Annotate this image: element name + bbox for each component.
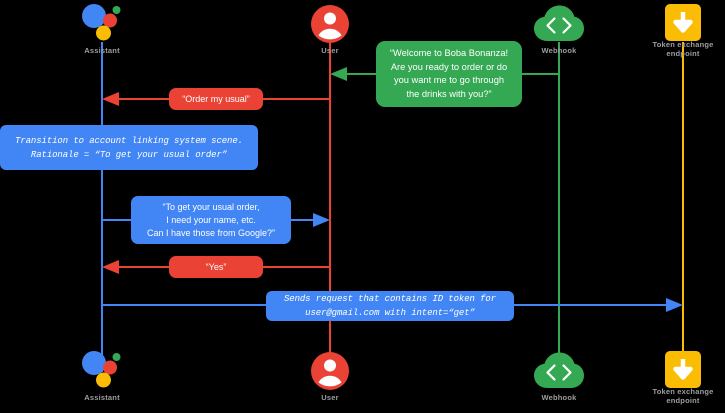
message-bubble-request-profile: “To get your usual order, I need your na… bbox=[131, 196, 291, 244]
download-box-icon-top bbox=[665, 4, 701, 41]
cloud-shape bbox=[534, 352, 584, 388]
arrow-head-m2 bbox=[102, 92, 119, 106]
actor-label-user-bottom: User bbox=[321, 393, 339, 402]
note-line: Sends request that contains ID token for bbox=[283, 294, 497, 304]
cloud-code-icon-top bbox=[534, 5, 584, 41]
assistant-dot-yellow bbox=[96, 25, 111, 41]
actor-label-assistant-top: Assistant bbox=[84, 46, 120, 55]
message-bubble-yes: “Yes” bbox=[169, 256, 263, 278]
message-line: “To get your usual order, bbox=[162, 201, 260, 212]
message-line: Are you ready to order or do bbox=[390, 61, 508, 72]
actor-label-webhook-top: Webhook bbox=[541, 46, 577, 55]
arrow-head-m6 bbox=[666, 298, 683, 312]
message-bubble-order-my-usual: “Order my usual” bbox=[169, 88, 263, 110]
google-assistant-icon-bottom bbox=[82, 351, 121, 388]
message-line: “Welcome to Boba Bonanza! bbox=[389, 48, 509, 58]
assistant-dot-blue bbox=[82, 351, 106, 375]
code-bracket-right bbox=[562, 364, 572, 381]
code-bracket-right bbox=[562, 17, 572, 34]
message-line: Can I have those from Google?” bbox=[146, 227, 276, 238]
actor-label-assistant-bottom: Assistant bbox=[84, 393, 120, 402]
assistant-dot-yellow bbox=[96, 372, 111, 388]
actor-label-user-top: User bbox=[321, 46, 339, 55]
google-assistant-icon-top bbox=[82, 4, 121, 41]
message-line: you want me to go through bbox=[393, 75, 505, 85]
arrow-head-m1 bbox=[330, 67, 347, 81]
code-bracket-left bbox=[546, 364, 556, 381]
code-bracket-left bbox=[546, 17, 556, 34]
assistant-dot-green bbox=[112, 6, 121, 14]
arrow-head-m5 bbox=[102, 260, 119, 274]
note-line: user@gmail.com with intent=“get” bbox=[305, 308, 475, 318]
note-transition-account-linking: Transition to account linking system sce… bbox=[0, 125, 258, 170]
user-head bbox=[324, 12, 336, 25]
user-avatar-icon-top bbox=[311, 5, 349, 43]
message-bubble-welcome: “Welcome to Boba Bonanza! Are you ready … bbox=[376, 41, 522, 107]
assistant-dot-red bbox=[103, 360, 117, 375]
arrow-head-m4 bbox=[313, 213, 330, 227]
note-sends-request-id-token: Sends request that contains ID token for… bbox=[266, 291, 514, 321]
user-avatar-icon-bottom bbox=[311, 352, 349, 390]
download-arrow bbox=[673, 359, 693, 380]
download-arrow bbox=[673, 12, 693, 33]
actor-label-webhook-bottom: Webhook bbox=[541, 393, 577, 402]
user-head bbox=[324, 359, 336, 372]
cloud-code-icon-bottom bbox=[534, 352, 584, 388]
note-line: Rationale = “To get your usual order” bbox=[30, 149, 228, 160]
message-line: I need your name, etc. bbox=[166, 214, 256, 225]
actor-label-token-endpoint-bottom: Token exchange endpoint bbox=[652, 387, 714, 405]
message-line: “Order my usual” bbox=[182, 93, 250, 104]
assistant-dot-green bbox=[112, 353, 121, 361]
message-line: “Yes” bbox=[205, 261, 227, 272]
message-line: the drinks with you?” bbox=[406, 88, 492, 99]
download-box-icon-bottom bbox=[665, 351, 701, 388]
note-line: Transition to account linking system sce… bbox=[15, 135, 243, 146]
assistant-dot-blue bbox=[82, 4, 106, 28]
assistant-dot-red bbox=[103, 13, 117, 28]
cloud-shape bbox=[534, 5, 584, 41]
user-body bbox=[318, 28, 342, 40]
user-body bbox=[318, 375, 342, 387]
actor-label-token-endpoint-top: Token exchange endpoint bbox=[652, 40, 714, 58]
